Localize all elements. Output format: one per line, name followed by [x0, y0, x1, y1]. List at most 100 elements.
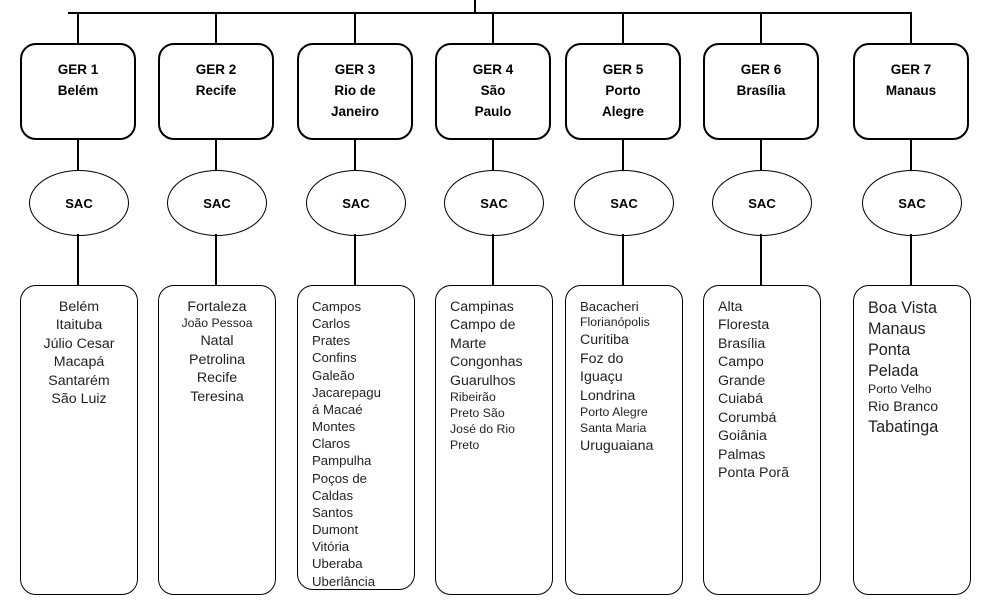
ger-title-ger-4: GER 4 [472, 62, 514, 77]
ger-city-ger-1: Belém [57, 83, 99, 98]
list-item: Petrolina [189, 351, 245, 368]
list-item: Boa Vista [868, 299, 937, 317]
ger-title-ger-2: GER 2 [195, 62, 237, 77]
sac-node-ger-5[interactable]: SAC [574, 170, 674, 236]
connector-bus-to-ger-6 [760, 12, 762, 44]
connector-bus-to-ger-7 [910, 12, 912, 44]
sac-label-ger-1: SAC [65, 195, 93, 211]
connector-sac-to-list-ger-2 [215, 234, 217, 286]
ger-box-ger-2[interactable]: GER 2 Recife [158, 43, 274, 140]
list-item: Uberlância [312, 573, 376, 589]
list-item: Brasília [718, 335, 766, 352]
list-item: Congonhas [450, 354, 523, 371]
list-item: Londrina [580, 387, 636, 404]
sac-node-ger-6[interactable]: SAC [712, 170, 812, 236]
list-item: Curitiba [580, 332, 629, 349]
connector-ger-to-sac-ger-2 [215, 139, 217, 173]
list-item: Macapá [53, 354, 105, 371]
list-item: Prates [312, 333, 351, 349]
connector-sac-to-list-ger-1 [77, 234, 79, 286]
ger-title-ger-5: GER 5 [602, 62, 644, 77]
sac-node-ger-7[interactable]: SAC [862, 170, 962, 236]
list-item: Caldas [312, 487, 354, 503]
list-item: Pelada [868, 362, 919, 381]
list-item: Campo de [450, 317, 516, 334]
sac-node-ger-4[interactable]: SAC [444, 170, 544, 236]
list-item: Campinas [450, 299, 514, 315]
connector-ger-to-sac-ger-3 [354, 139, 356, 173]
sac-node-ger-2[interactable]: SAC [167, 170, 267, 236]
list-item: Marte [450, 335, 487, 352]
list-item: Santos [312, 504, 354, 520]
ger-box-ger-5[interactable]: GER 5 Porto Alegre [565, 43, 681, 140]
sac-node-ger-1[interactable]: SAC [29, 170, 129, 236]
list-item: Recife [196, 370, 238, 387]
list-item: Galeão [312, 367, 355, 383]
connector-ger-to-sac-ger-7 [910, 139, 912, 173]
list-item: Júlio Cesar [43, 335, 115, 352]
connector-bus-to-ger-1 [77, 12, 79, 44]
list-item: Teresina [190, 388, 244, 405]
list-item: Campo [718, 354, 764, 371]
list-item: Ribeirão [450, 390, 496, 405]
list-item: José do Rio [450, 422, 515, 437]
list-item: Porto Velho [868, 382, 932, 397]
ger-title-ger-1: GER 1 [57, 62, 99, 77]
list-item: Rio Branco [868, 399, 939, 416]
list-item: Uberaba [312, 556, 363, 572]
ger-city-ger-7: Manaus [885, 83, 937, 98]
list-item: Ponta [868, 341, 911, 360]
ger-city-ger-3: Rio de Janeiro [330, 83, 380, 119]
list-item: Grande [718, 372, 766, 389]
list-item: Manaus [868, 320, 926, 339]
list-item: Claros [312, 436, 351, 452]
list-item: Belém [58, 299, 100, 315]
list-item: Goiânia [718, 428, 767, 445]
sac-node-ger-3[interactable]: SAC [306, 170, 406, 236]
list-item: Ponta Porã [718, 465, 789, 482]
list-item: Campos [312, 299, 362, 314]
list-item: Alta [718, 299, 743, 315]
sac-label-ger-2: SAC [203, 195, 231, 211]
connector-sac-to-list-ger-4 [492, 234, 494, 286]
sac-label-ger-7: SAC [898, 195, 926, 211]
list-item: Foz do [580, 350, 624, 367]
list-item: Palmas [718, 446, 766, 463]
list-item: Natal [200, 333, 234, 350]
ger-title-ger-3: GER 3 [334, 62, 376, 77]
connector-bus-to-ger-4 [492, 12, 494, 44]
list-item: Pampulha [312, 453, 372, 469]
connector-ger-to-sac-ger-1 [77, 139, 79, 173]
list-item: Montes [312, 419, 356, 435]
ger-city-ger-6: Brasília [736, 83, 786, 98]
list-item: João Pessoa [181, 316, 253, 331]
connector-bus-to-ger-5 [622, 12, 624, 44]
list-item: Preto [450, 438, 480, 453]
ger-box-ger-3[interactable]: GER 3 Rio de Janeiro [297, 43, 413, 140]
list-item: Tabatinga [868, 417, 939, 436]
list-item: Porto Alegre [580, 404, 648, 419]
sac-label-ger-4: SAC [480, 195, 508, 211]
root-stem-line [474, 0, 476, 13]
list-item: Preto São [450, 406, 505, 421]
ger-city-ger-2: Recife [195, 83, 237, 98]
ger-box-ger-1[interactable]: GER 1 Belém [20, 43, 136, 140]
sac-label-ger-5: SAC [610, 195, 638, 211]
ger-city-ger-5: Porto Alegre [601, 83, 645, 119]
connector-bus-to-ger-3 [354, 12, 356, 44]
list-item: Guarulhos [450, 372, 516, 389]
